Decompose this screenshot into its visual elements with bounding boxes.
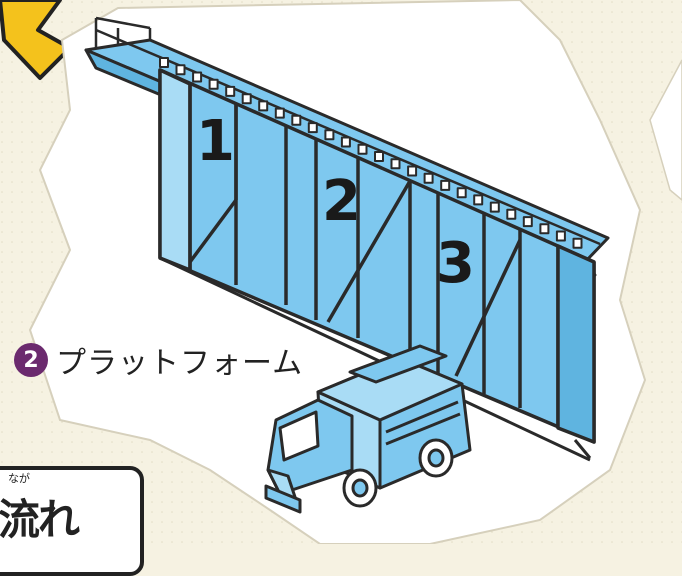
rail-tooth — [274, 107, 285, 119]
bay-number-2: 2 — [322, 169, 361, 234]
rail-tooth — [522, 216, 533, 228]
step-number-badge: 2 — [14, 343, 48, 377]
rail-tooth — [407, 165, 418, 177]
rail-tooth — [225, 85, 236, 97]
rail-tooth — [208, 78, 219, 90]
rail-tooth — [192, 71, 203, 83]
rail-tooth — [159, 57, 169, 68]
platform-illustration: 1 2 3 — [0, 0, 682, 544]
rail-tooth — [357, 143, 368, 155]
rail-tooth — [390, 158, 401, 170]
garbage-truck-icon — [264, 344, 472, 514]
rail-tooth — [291, 114, 302, 126]
platform-label-text: プラットフォーム — [56, 346, 304, 381]
platform-label: 2 プラットフォーム — [14, 338, 303, 382]
rail-tooth — [555, 230, 566, 242]
rail-tooth — [258, 100, 269, 112]
rail-tooth — [473, 194, 484, 206]
rail-tooth — [175, 64, 186, 76]
flow-ruby-text: なが — [8, 472, 30, 485]
bay-wall — [158, 68, 596, 462]
rail-tooth — [506, 208, 517, 220]
rail-tooth — [572, 237, 583, 249]
rail-tooth — [374, 151, 384, 162]
rail-tooth — [307, 122, 318, 134]
rail-tooth — [241, 93, 252, 105]
rail-tooth — [489, 201, 500, 213]
rail-tooth — [440, 179, 451, 191]
rail-tooth — [539, 223, 550, 235]
rail-tooth — [456, 187, 467, 199]
bay-number-3: 3 — [436, 231, 475, 296]
flow-title: 流れ — [0, 495, 80, 544]
rail-tooth — [324, 129, 335, 141]
rail-tooth — [340, 136, 351, 148]
bay-number-1: 1 — [196, 109, 235, 174]
rail-tooth — [423, 172, 434, 184]
